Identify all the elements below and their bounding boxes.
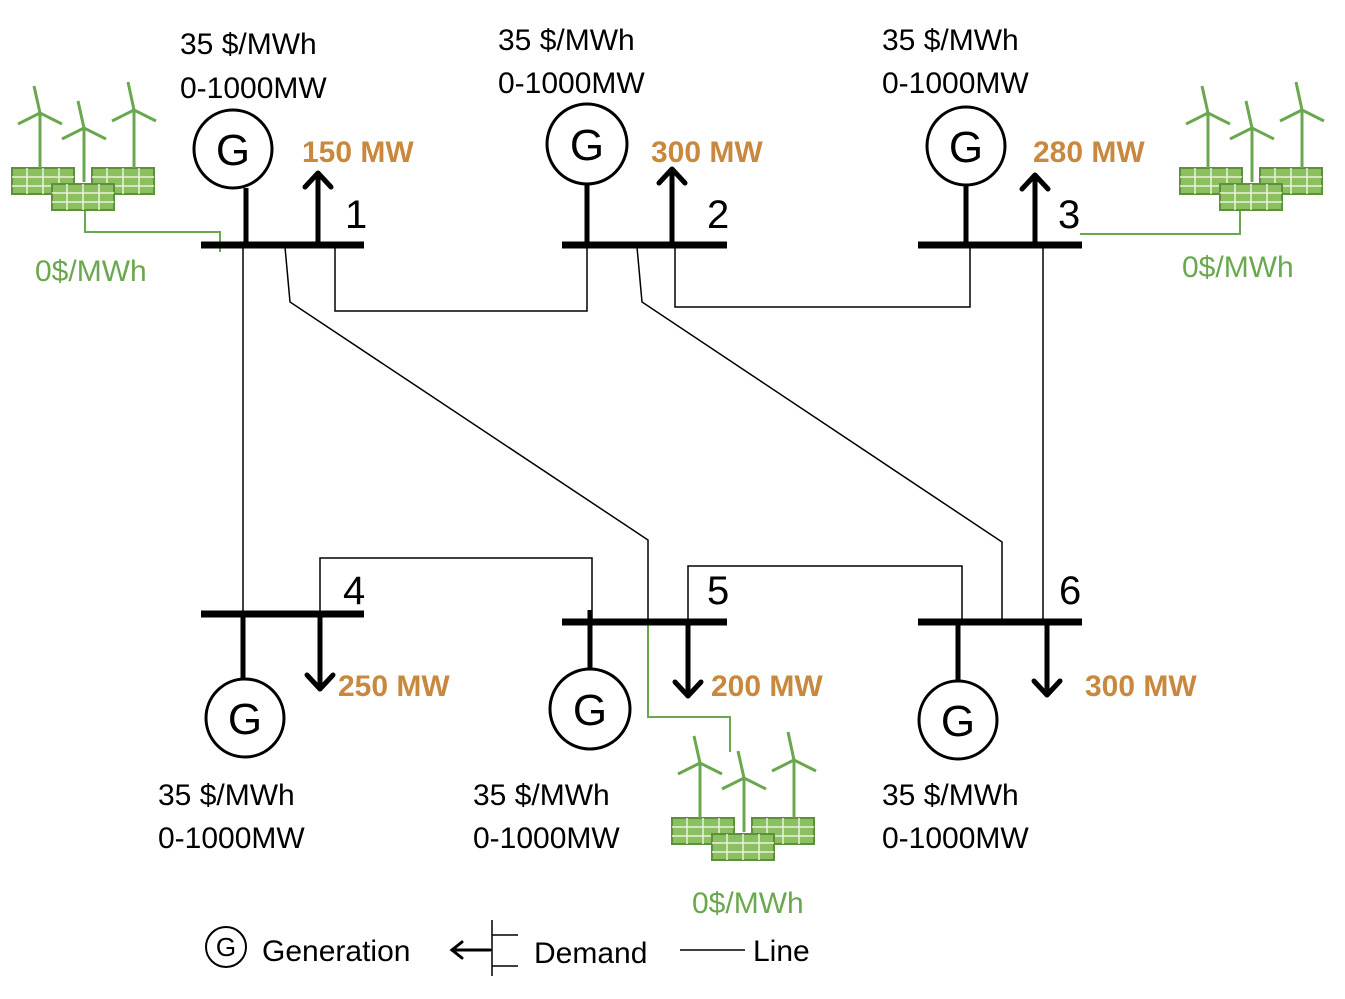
generator-symbol: G	[216, 126, 250, 175]
renewable-link-3	[1080, 206, 1241, 235]
generator-cost: 35 $/MWh	[882, 24, 1019, 57]
generator-icon	[917, 679, 999, 761]
bus-label-5: 5	[707, 569, 729, 613]
generator-cost: 35 $/MWh	[498, 24, 635, 57]
renewable-cost-5: 0$/MWh	[692, 887, 804, 920]
demand-arrow-icon	[449, 940, 492, 960]
generator-range: 0-1000MW	[180, 72, 327, 105]
bus-label-6: 6	[1059, 569, 1081, 613]
generator-range: 0-1000MW	[882, 822, 1029, 855]
generator-range: 0-1000MW	[158, 822, 305, 855]
generator-symbol: G	[941, 697, 975, 746]
bus-label-1: 1	[345, 193, 367, 237]
renewable-cost-1: 0$/MWh	[35, 255, 147, 288]
load-value-3: 280 MW	[1033, 136, 1145, 169]
load-arrow-up-icon	[302, 170, 334, 248]
generator-cost: 35 $/MWh	[180, 28, 317, 61]
generator-cost: 35 $/MWh	[473, 779, 610, 812]
load-value-6: 300 MW	[1085, 670, 1197, 703]
line-5-6	[687, 565, 963, 622]
generator-symbol: G	[570, 121, 604, 170]
wind-solar-farm-icon	[670, 730, 818, 862]
load-arrow-up-icon	[656, 166, 688, 248]
load-value-5: 200 MW	[711, 670, 823, 703]
load-arrow-down-icon	[672, 619, 704, 699]
demand-bus-icon	[491, 920, 518, 976]
generator-range: 0-1000MW	[882, 67, 1029, 100]
generator-symbol: G	[573, 686, 607, 735]
generator-cost: 35 $/MWh	[882, 779, 1019, 812]
line-1-5	[284, 246, 649, 622]
legend-generation-symbol: G	[216, 932, 236, 962]
wind-solar-farm-icon	[10, 80, 158, 212]
line-1-2	[334, 247, 588, 312]
generator-stems	[240, 185, 969, 680]
generator-icon	[192, 108, 274, 190]
generator-cost: 35 $/MWh	[158, 779, 295, 812]
renewable-cost-3: 0$/MWh	[1182, 251, 1294, 284]
renewable-link-1	[84, 206, 221, 252]
load-value-1: 150 MW	[302, 136, 414, 169]
legend-generation-label: Generation	[262, 935, 410, 968]
generator-range: 0-1000MW	[473, 822, 620, 855]
load-arrows	[302, 166, 1063, 699]
generator-2: G 35 $/MWh 0-1000MW	[498, 24, 645, 186]
load-value-2: 300 MW	[651, 136, 763, 169]
generator-6: G 35 $/MWh 0-1000MW	[882, 679, 1029, 855]
load-arrow-down-icon	[304, 611, 336, 692]
load-arrow-down-icon	[1031, 619, 1063, 698]
generator-icon	[545, 102, 629, 186]
generator-symbol: G	[949, 123, 983, 172]
load-value-4: 250 MW	[338, 670, 450, 703]
load-arrow-up-icon	[1019, 172, 1051, 248]
renewable-link-5	[647, 622, 731, 752]
generator-icon	[204, 677, 286, 759]
generator-3: G 35 $/MWh 0-1000MW	[882, 24, 1029, 187]
generator-range: 0-1000MW	[498, 67, 645, 100]
legend-line-label: Line	[753, 935, 810, 968]
generator-icon	[548, 667, 632, 751]
line-4-5	[319, 557, 593, 622]
generator-4: G 35 $/MWh 0-1000MW	[158, 677, 305, 855]
generator-1: G 35 $/MWh 0-1000MW	[180, 28, 327, 190]
bus-label-3: 3	[1058, 193, 1080, 237]
bus-label-4: 4	[343, 569, 365, 613]
transmission-lines	[242, 246, 1044, 622]
line-2-3	[674, 247, 971, 308]
bus-label-2: 2	[707, 193, 729, 237]
legend: G Generation Demand Line	[205, 920, 810, 976]
generator-symbol: G	[228, 695, 262, 744]
generator-icon	[925, 105, 1007, 187]
legend-demand-label: Demand	[534, 937, 647, 970]
generator-5: G 35 $/MWh 0-1000MW	[473, 667, 632, 855]
line-2-6	[636, 246, 1003, 622]
renewable-connections	[84, 206, 1241, 752]
wind-solar-farm-icon	[1178, 80, 1326, 212]
generator-icon	[205, 926, 247, 968]
